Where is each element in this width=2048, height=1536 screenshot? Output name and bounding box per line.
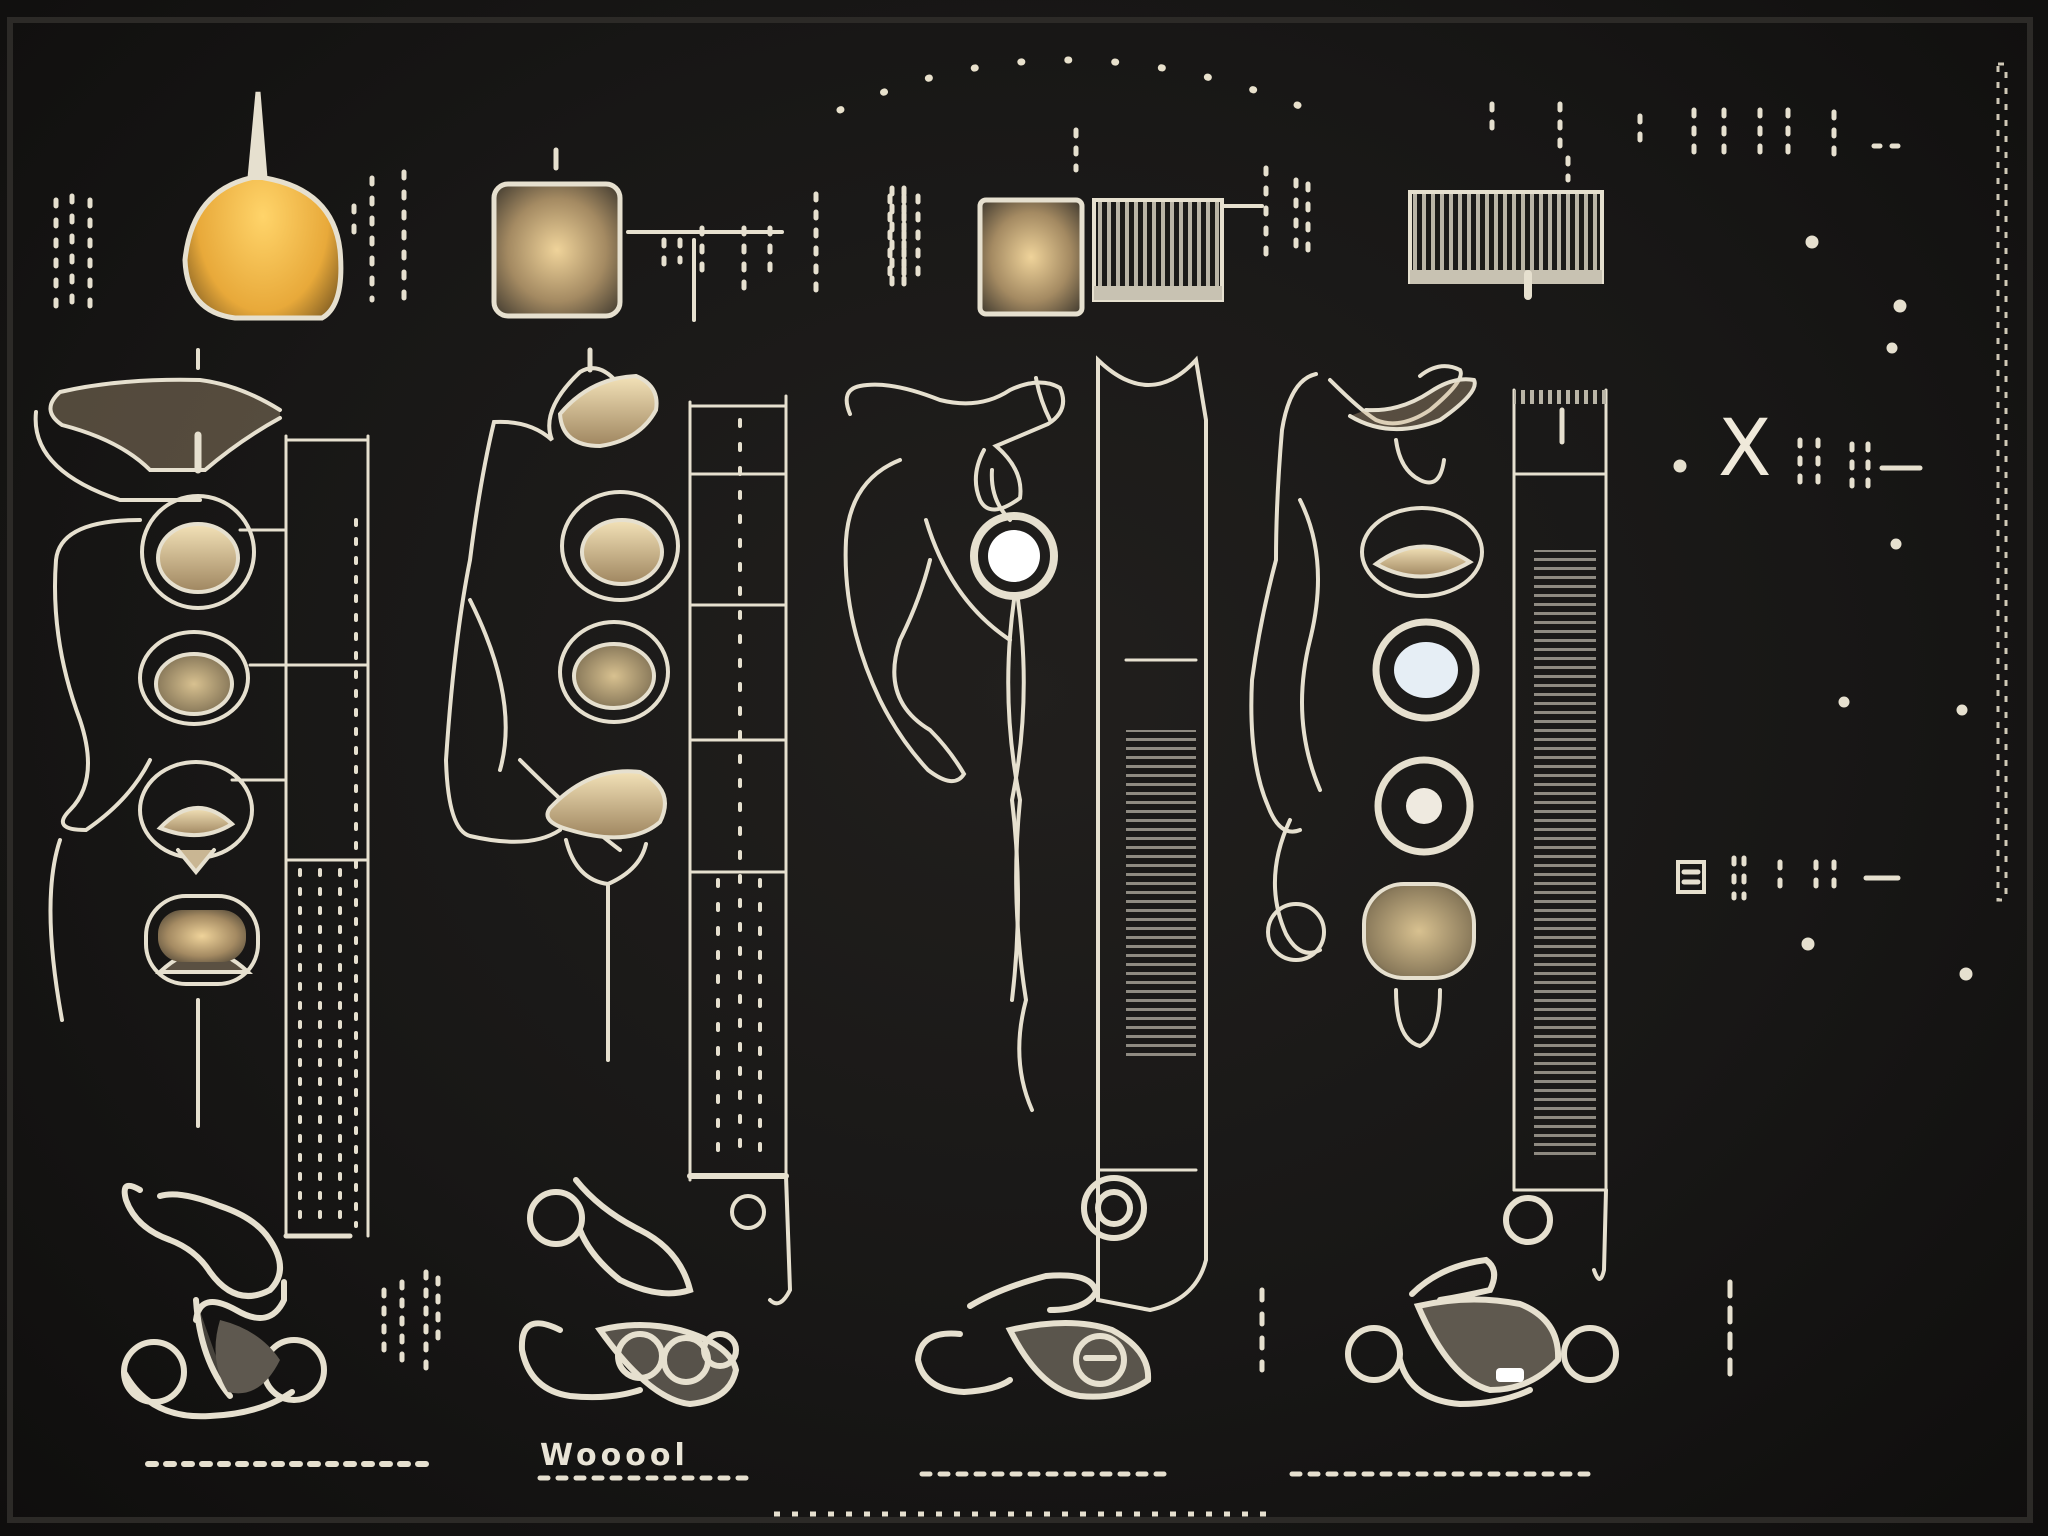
module-4-stripe-fader [1534, 550, 1596, 1160]
module-2-knob-2 [558, 620, 670, 724]
module-1 [33, 91, 441, 1467]
module-3-swoosh [844, 380, 1065, 512]
module-4-knob-1 [1360, 506, 1484, 598]
module-2-square-lamp [491, 181, 623, 319]
module-3-knob-1 [970, 512, 1058, 600]
module-2-knob-1 [560, 490, 680, 602]
module-4-swoosh [1328, 364, 1463, 426]
module-4-striped-header [1514, 390, 1606, 404]
module-1-knob-4 [144, 894, 260, 986]
module-3-square-lamp [977, 197, 1085, 317]
module-2-label: Wooool [540, 1438, 689, 1473]
module-4-top-right-ticks [1637, 107, 1907, 163]
module-1-knob-1 [140, 494, 256, 610]
module-2-fader-frame [687, 394, 789, 1182]
side-x-mark: X [1718, 404, 1772, 494]
right-side-indicators [1673, 235, 1973, 981]
module-4-knob-3 [1374, 756, 1474, 856]
module-4-knob-4 [1362, 882, 1476, 980]
module-1-swoosh [48, 377, 282, 472]
module-3 [843, 127, 1311, 1477]
module-1-tick-ladder-left [53, 193, 93, 321]
module-2-knob-3 [545, 769, 667, 840]
module-2-fader-ticks [716, 418, 762, 1162]
module-4-knob-2 [1372, 618, 1480, 722]
module-1-body-outline [53, 518, 152, 833]
module-4-bar-display [1408, 190, 1604, 284]
module-3-body-outline [843, 458, 967, 783]
module-1-tick-ladder-right [351, 169, 407, 305]
module-2-body-outline [443, 366, 622, 844]
top-dotted-arc [836, 56, 1314, 114]
module-4-body-outline [1249, 372, 1318, 834]
module-4-ornament [1345, 1195, 1619, 1408]
module-3-bar-display [1092, 198, 1224, 302]
module-1-ornament [121, 1182, 327, 1420]
module-4 [1249, 101, 1907, 1477]
module-1-side-ticks [381, 1269, 441, 1383]
module-3-column [1096, 355, 1208, 1313]
module-1-lamp-tip [252, 92, 266, 180]
module-2-right-tick-ladder [813, 191, 921, 293]
right-side-grid-glyph [1676, 860, 1706, 894]
module-1-knob-2 [138, 630, 250, 726]
module-2-ornament [518, 1177, 740, 1408]
module-2 [443, 147, 921, 1481]
module-1-amber-lamp [182, 91, 344, 321]
module-3-ornament [914, 1175, 1152, 1400]
module-1-fader-ticks [298, 518, 358, 1228]
right-edge-rail [1996, 62, 2008, 902]
panel-frame [7, 17, 2033, 1523]
module-3-stripe-fader [1126, 730, 1196, 1060]
module-1-fader-frame [230, 434, 370, 1238]
module-4-fader-frame [1512, 388, 1608, 1192]
